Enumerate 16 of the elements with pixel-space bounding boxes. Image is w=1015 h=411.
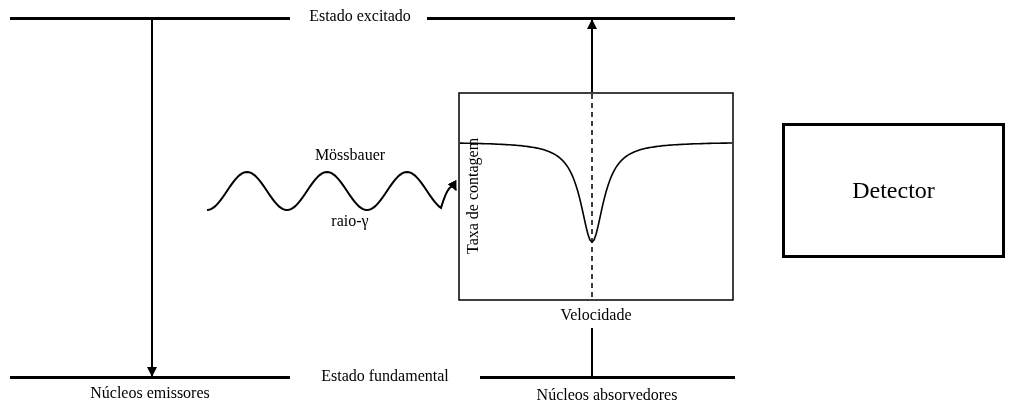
transition-arrow — [147, 19, 157, 377]
level-label: Estado excitado — [308, 7, 412, 25]
gamma-ray-wave-arrow — [206, 171, 457, 211]
wave-label: raio-γ — [330, 212, 370, 230]
energy-level-line — [427, 17, 735, 20]
level-label: Estado fundamental — [320, 367, 450, 385]
wave-label: Mössbauer — [313, 146, 387, 164]
energy-level-line — [10, 17, 290, 20]
detector-box: Detector — [782, 123, 1005, 258]
node-label: Núcleos emissores — [89, 384, 211, 402]
axis-label: Taxa de contagem — [464, 136, 482, 257]
axis-label: Velocidade — [559, 306, 633, 324]
transition-arrow — [587, 19, 597, 93]
node-label: Núcleos absorvedores — [535, 386, 679, 404]
energy-level-line — [480, 376, 735, 379]
energy-level-line — [10, 376, 290, 379]
